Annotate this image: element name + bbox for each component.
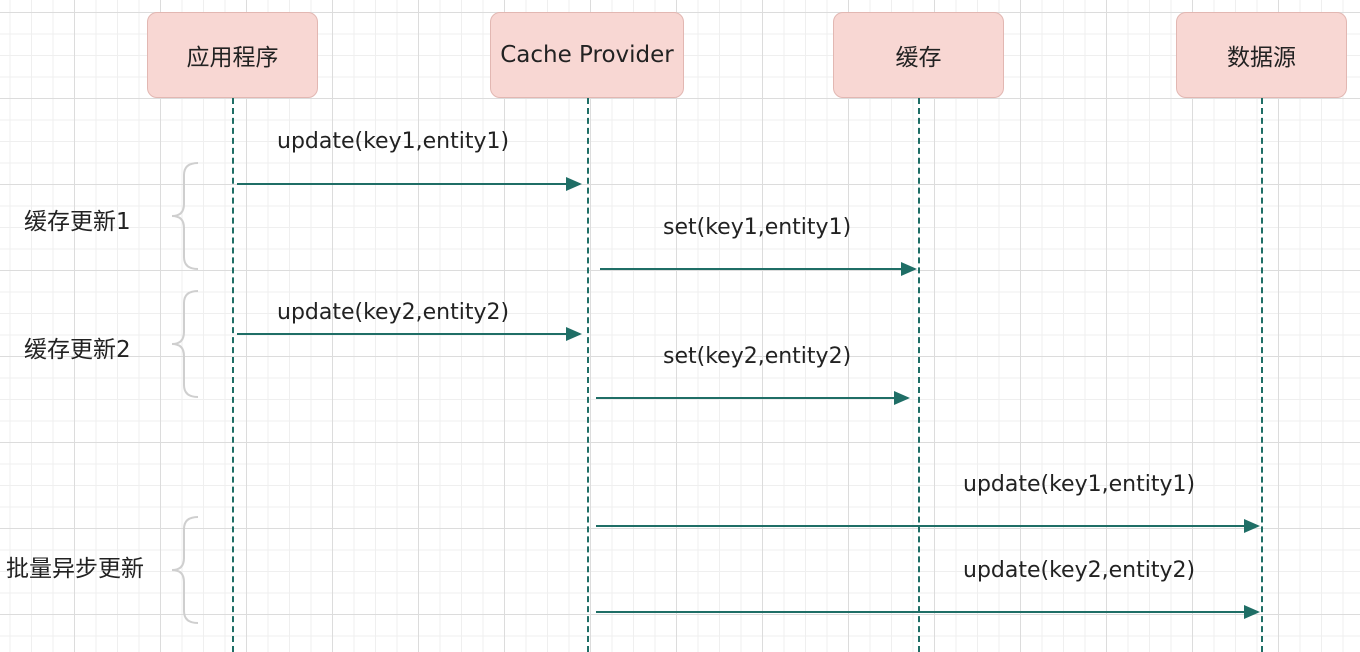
- brace-group-2: [171, 290, 199, 398]
- lifeline-cache-provider: [587, 98, 589, 652]
- group-label-cache-update-2: 缓存更新2: [24, 337, 131, 363]
- actor-cache: 缓存: [833, 12, 1004, 98]
- lifeline-application: [232, 98, 234, 652]
- actor-application-label: 应用程序: [186, 45, 279, 71]
- arrow-provider-to-cache-2: [596, 391, 910, 405]
- arrow-provider-to-cache-1: [600, 262, 917, 276]
- actor-cache-label: 缓存: [895, 45, 942, 71]
- actor-application: 应用程序: [147, 12, 318, 98]
- actor-cache-provider: Cache Provider: [490, 12, 684, 98]
- actor-datasource-label: 数据源: [1227, 45, 1296, 71]
- group-label-cache-update-1: 缓存更新1: [24, 209, 131, 235]
- message-label-update-key1-to-datasource: update(key1,entity1): [963, 472, 1196, 497]
- lifeline-datasource: [1261, 98, 1263, 652]
- actor-datasource: 数据源: [1176, 12, 1347, 98]
- message-label-update-key2-to-provider: update(key2,entity2): [277, 300, 510, 325]
- brace-group-3: [171, 516, 199, 624]
- arrow-app-to-provider-1: [237, 177, 582, 191]
- lifeline-cache: [918, 98, 920, 652]
- arrow-provider-to-datasource-1: [596, 519, 1260, 533]
- message-label-update-key2-to-datasource: update(key2,entity2): [963, 558, 1196, 583]
- message-label-update-key1-to-provider: update(key1,entity1): [277, 129, 510, 154]
- brace-group-1: [171, 162, 199, 270]
- message-label-set-key1: set(key1,entity1): [663, 215, 852, 240]
- arrow-app-to-provider-2: [237, 327, 582, 341]
- arrow-provider-to-datasource-2: [596, 605, 1260, 619]
- actor-cache-provider-label: Cache Provider: [500, 42, 674, 68]
- message-label-set-key2: set(key2,entity2): [663, 344, 852, 369]
- group-label-batch-async-update: 批量异步更新: [6, 556, 144, 582]
